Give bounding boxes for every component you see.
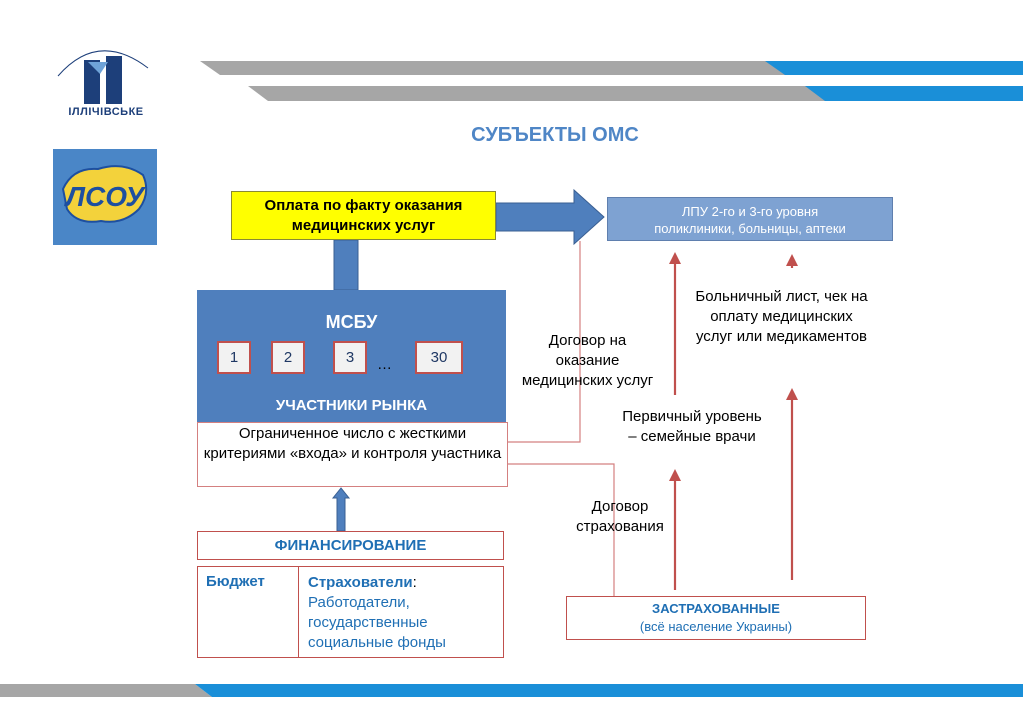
- payment-arrow: [495, 188, 605, 246]
- insurance-contract-line: [508, 463, 615, 596]
- insurers-label: Страхователи: [308, 574, 413, 591]
- participant-3: 3: [333, 341, 367, 374]
- insured-box: ЗАСТРАХОВАННЫЕ (всё население Украины): [566, 596, 866, 640]
- lpu-box-line2: поликлиники, больницы, аптеки: [654, 221, 846, 236]
- bottom-stripe-gray: [0, 684, 212, 697]
- insurers-block: Страхователи: Работодатели, государствен…: [308, 573, 503, 653]
- company-logo: ІЛЛІЧІВСЬКЕ: [48, 38, 158, 128]
- payment-box: Оплата по факту оказания медицинских усл…: [231, 191, 496, 240]
- primary-level-label: Первичный уровень – семейные врачи: [622, 408, 762, 445]
- insurers-colon: :: [412, 574, 417, 591]
- participant-2: 2: [271, 341, 305, 374]
- arrow-up-insured-to-sick: [786, 388, 798, 400]
- participant-1: 1: [217, 341, 251, 374]
- msbu-connector: [333, 239, 359, 291]
- lsou-logo: ЛСОУ: [53, 149, 157, 245]
- financing-arrow: [331, 487, 351, 532]
- page-title: СУБЪЕКТЫ ОМС: [471, 124, 639, 146]
- financing-sources-box: [197, 566, 504, 658]
- insured-subtitle: (всё население Украины): [639, 619, 793, 634]
- participants-ellipsis: …: [377, 356, 392, 373]
- lpu-box-line1: ЛПУ 2-го и 3-го уровня: [681, 204, 819, 219]
- market-participants-label: УЧАСТНИКИ РЫНКА: [275, 397, 428, 414]
- insurance-contract-label: Договор страхования: [576, 498, 664, 535]
- sick-leave-label: Больничный лист, чек на оплату медицинск…: [695, 288, 868, 345]
- msbu-title: МСБУ: [325, 312, 378, 332]
- top-stripe-gray-1: [200, 61, 790, 75]
- lpu-box: ЛПУ 2-го и 3-го уровня поликлиники, боль…: [607, 197, 893, 241]
- financing-divider: [298, 566, 299, 658]
- company-logo-name: ІЛЛІЧІВСЬКЕ: [68, 106, 144, 118]
- bottom-stripe-blue: [195, 684, 1023, 697]
- service-contract-label: Договор на оказание медицинских услуг: [521, 332, 654, 389]
- top-stripe-blue-2: [805, 86, 1023, 101]
- service-contract-line: [508, 241, 581, 443]
- lsou-logo-text: ЛСОУ: [65, 181, 145, 212]
- participant-30: 30: [415, 341, 463, 374]
- top-stripe-gray-2: [248, 86, 830, 101]
- arrow-up-sick-to-lpu: [786, 254, 798, 266]
- arrow-up-primary-to-lpu: [669, 252, 681, 264]
- top-stripe-blue-1: [765, 61, 1023, 75]
- company-logo-emblem: [57, 50, 149, 104]
- insurers-text: Работодатели, государственные социальные…: [308, 594, 446, 651]
- arrow-up-insured-to-primary: [669, 469, 681, 481]
- insured-title: ЗАСТРАХОВАННЫЕ: [652, 601, 780, 616]
- financing-title: ФИНАНСИРОВАНИЕ: [197, 531, 504, 560]
- lsou-logo-map: [61, 165, 148, 223]
- limited-criteria-box: Ограниченное число с жесткими критериями…: [197, 422, 508, 487]
- budget-label: Бюджет: [206, 573, 265, 590]
